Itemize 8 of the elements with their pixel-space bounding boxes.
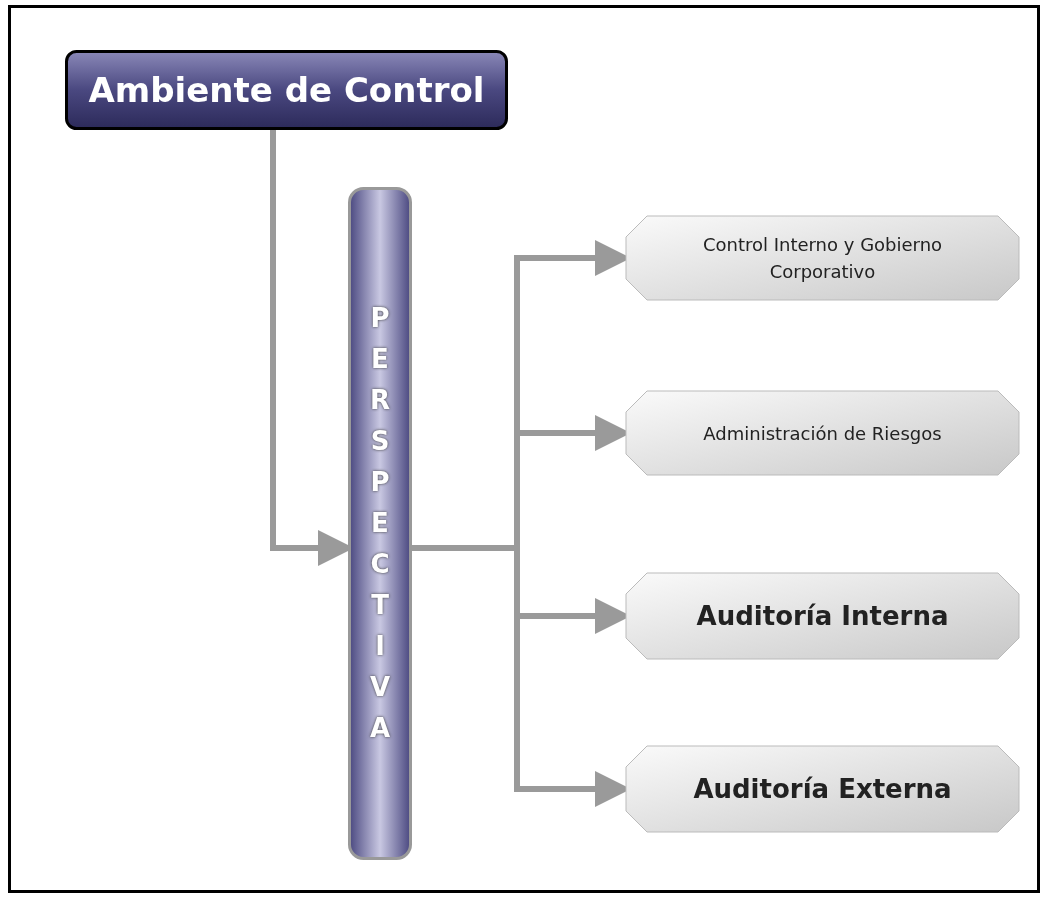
vertical-bar	[348, 187, 412, 860]
node-text: Auditoría Interna	[696, 599, 949, 633]
node-text: Auditoría Externa	[693, 772, 952, 806]
node-text: Administración de Riesgos	[703, 421, 942, 446]
title-box	[65, 50, 508, 130]
node-text: Ambiente de Control	[88, 70, 485, 110]
node-text: Control Interno y Gobierno Corporativo	[701, 233, 944, 284]
node-text: PERSPECTIVA	[368, 301, 392, 746]
